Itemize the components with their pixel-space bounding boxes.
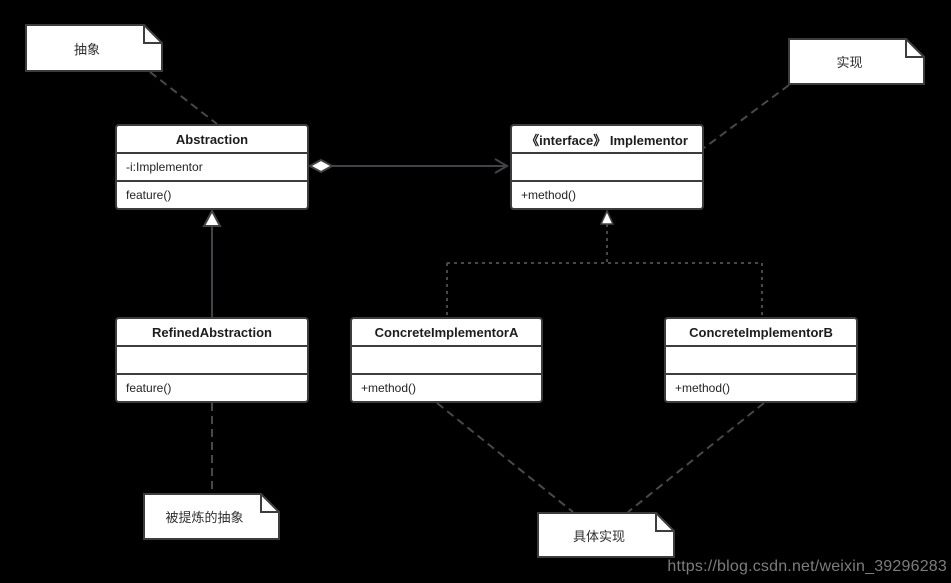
note-paper-icon (788, 38, 925, 85)
class-abstraction: Abstraction -i:Implementor feature() (115, 124, 309, 210)
generalization-triangle-icon (202, 208, 222, 227)
association-arrowhead-icon (494, 158, 509, 174)
class-concrete-implementor-b: ConcreteImplementorB +method() (664, 317, 858, 403)
class-implementor: 《interface》 Implementor +method() (510, 124, 704, 210)
class-refined-abstraction-method: feature() (126, 381, 172, 395)
class-concrete-implementor-a-method: +method() (361, 381, 417, 395)
note-paper-icon (25, 24, 163, 72)
class-concrete-implementor-b-method: +method() (675, 381, 731, 395)
class-implementor-attribute (512, 154, 702, 182)
note-fold-icon (655, 512, 675, 532)
class-concrete-implementor-b-attribute (666, 347, 856, 375)
note-refined: 被提炼的抽象 (143, 493, 280, 540)
note-link-concrete-a (436, 402, 574, 513)
class-refined-abstraction-title: RefinedAbstraction (117, 319, 307, 347)
note-fold-icon (905, 38, 925, 58)
note-paper-icon (537, 512, 675, 558)
class-refined-abstraction-attribute (117, 347, 307, 375)
class-concrete-implementor-b-title: ConcreteImplementorB (666, 319, 856, 347)
note-implement: 实现 (788, 38, 925, 85)
class-abstraction-attribute: -i:Implementor (117, 154, 307, 182)
class-abstraction-title: Abstraction (117, 126, 307, 154)
note-implement-label: 实现 (836, 55, 863, 70)
class-implementor-title: 《interface》 Implementor (512, 126, 702, 154)
note-concrete-label: 具体实现 (572, 528, 625, 544)
note-fold-icon (143, 24, 163, 44)
note-abstract-label: 抽象 (73, 41, 100, 57)
note-abstract: 抽象 (25, 24, 163, 72)
note-link-implement (703, 84, 790, 149)
class-concrete-implementor-a-title: ConcreteImplementorA (352, 319, 541, 347)
realization-triangle-icon (599, 209, 615, 225)
note-link-concrete-b (627, 402, 765, 513)
class-concrete-implementor-a: ConcreteImplementorA +method() (350, 317, 543, 403)
class-abstraction-method: feature() (126, 188, 172, 202)
note-link-abstract (149, 71, 218, 125)
aggregation-diamond-icon (307, 158, 335, 174)
note-refined-label: 被提炼的抽象 (165, 510, 244, 525)
note-fold-icon (260, 493, 280, 513)
class-concrete-implementor-a-attribute (352, 347, 541, 375)
class-refined-abstraction: RefinedAbstraction feature() (115, 317, 309, 403)
note-paper-icon (143, 493, 280, 540)
class-implementor-method: +method() (521, 188, 577, 202)
note-concrete: 具体实现 (537, 512, 675, 558)
watermark: https://blog.csdn.net/weixin_39296283 (667, 558, 947, 575)
